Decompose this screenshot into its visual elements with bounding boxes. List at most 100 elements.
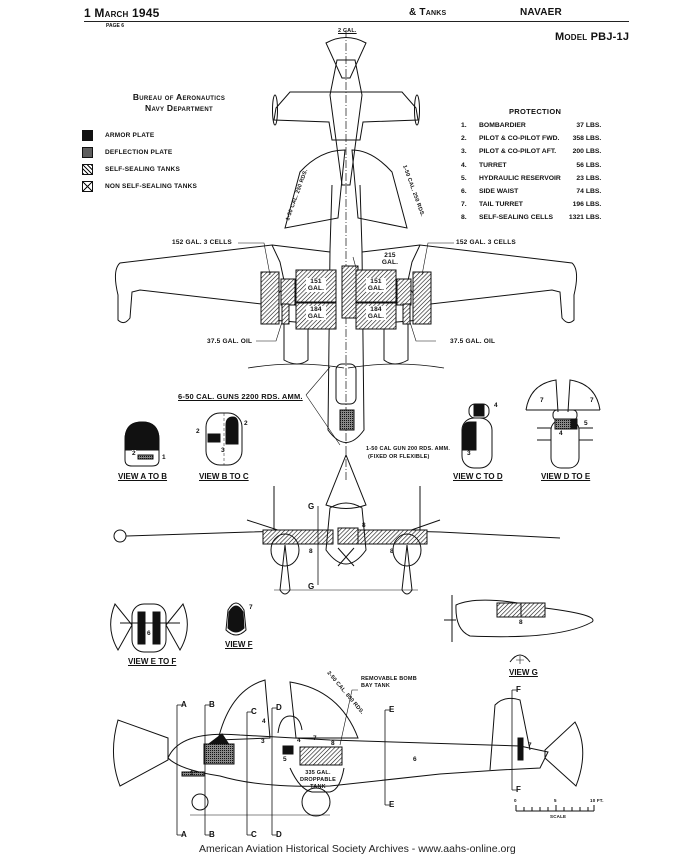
row-weight: 74 LBS. [576,188,602,196]
view-marker: 4 [494,402,498,409]
legend-item-non-self-sealing: NON SELF-SEALING TANKS [82,178,197,195]
header-center: & Tanks [409,7,447,18]
view-marker: 5 [584,420,588,427]
tail-gun-arc-label: 2 CAL. [338,28,357,34]
section-e-bottom: E [389,800,395,809]
oil-right-label: 37.5 GAL. OIL [450,338,496,345]
side-tail-arc [544,721,584,787]
row-number: 5. [461,174,467,182]
outer-cells-left-label: 152 GAL. 3 CELLS [172,239,232,246]
row-name: PILOT & CO-PILOT AFT. [479,148,557,156]
legend-item-self-sealing: SELF-SEALING TANKS [82,161,197,178]
scale-tick-0: 0 [514,798,517,803]
armor-plate-swatch [82,130,93,141]
plan-view [114,30,578,509]
left-wing [114,244,286,324]
view-g-label: VIEW G [509,668,538,677]
section-d-bottom: D [276,830,282,839]
view-g-drawing [444,595,594,664]
oil-left-label: 37.5 GAL. OIL [207,338,253,345]
row-name: PILOT & CO-PILOT FWD. [479,135,560,143]
side-fuselage [167,733,549,787]
fuselage [327,184,365,443]
front-view [113,486,561,595]
scale-bar [515,805,595,812]
side-marker: 1 [190,770,194,777]
row-weight: 37 LBS. [576,122,602,130]
view-marker: 3 [467,450,471,457]
legend-label: DEFLECTION PLATE [105,149,173,156]
section-f-top: F [516,685,522,694]
archive-footer: American Aviation Historical Society Arc… [199,843,516,855]
legend-label: SELF-SEALING TANKS [105,166,180,173]
row-name: SIDE WAIST [479,188,519,196]
legend-item-deflection: DEFLECTION PLATE [82,144,197,161]
section-b-top: B [209,700,215,709]
legend-item-armor: ARMOR PLATE [82,127,197,144]
row-weight: 200 LBS. [572,148,602,156]
side-marker: 7 [313,735,317,742]
view-c-to-d-drawing [461,403,493,469]
view-f-drawing [225,602,247,636]
legend-label: NON SELF-SEALING TANKS [105,183,198,190]
section-g-top: G [308,502,315,511]
view-f-label: VIEW F [225,640,253,649]
row-name: BOMBARDIER [479,122,526,130]
model-title: Model PBJ-1J [555,31,630,43]
side-marker: 6 [413,756,417,763]
view-c-to-d-label: VIEW C TO D [453,472,503,481]
view-e-to-f-drawing [110,603,188,653]
section-a-top: A [181,700,187,709]
side-marker: 8 [331,740,335,747]
front-cell-left [262,529,334,545]
side-deflection-plate [203,743,235,765]
view-marker: 4 [559,430,563,437]
protection-title: PROTECTION [509,107,562,116]
wing-tip-light [113,529,127,543]
side-marker: 5 [283,756,287,763]
legend: ARMOR PLATE DEFLECTION PLATE SELF-SEALIN… [82,127,197,195]
section-c-bottom: C [251,830,257,839]
nose-gun-arc [325,453,367,509]
view-marker: 7 [540,397,544,404]
row-weight: 196 LBS. [572,201,602,209]
row-name: SELF-SEALING CELLS [479,214,554,222]
view-a-to-b-label: VIEW A TO B [118,472,168,481]
front-cell-right [356,529,428,545]
row-weight: 358 LBS. [572,135,602,143]
front-cell-center [337,527,359,545]
side-nose-arc [112,719,169,787]
tank-fwd-left-label: 151 GAL. [306,278,326,292]
header-date: 1 March 1945 [84,6,160,20]
horizontal-stabilizer [273,91,419,141]
view-d-to-e-label: VIEW D TO E [541,472,591,481]
front-fuselage [325,502,367,565]
view-marker: 2 [196,428,200,435]
side-marker: 4 [262,718,266,725]
section-e-top: E [389,705,395,714]
row-number: 2. [461,135,467,143]
header-rule [84,21,629,22]
view-marker: 7 [590,397,594,404]
flex-gun-label: 1-50 CAL GUN 200 RDS. AMM. [366,446,451,452]
org-line-1: Bureau of Aeronautics [132,92,226,102]
section-b-bottom: B [209,830,215,839]
center-tank-label: 215 GAL. [381,252,399,266]
section-d-top: D [276,703,282,712]
scale-tick-10: 10 FT. [590,798,604,803]
side-bomb-bay-tank [299,746,343,766]
row-weight: 23 LBS. [576,174,602,182]
legend-label: ARMOR PLATE [105,132,155,139]
outer-cell-right [412,271,432,325]
scale-label: SCALE [550,814,567,819]
tail-gun-arc [325,37,367,79]
view-d-to-e-drawing [525,379,601,469]
droppable-tank-label: 335 GAL. DROPPABLE TANK [300,770,336,790]
front-cell-right-mark: 8 [390,548,394,555]
section-a-bottom: A [181,830,187,839]
view-marker: 2 [132,450,136,457]
